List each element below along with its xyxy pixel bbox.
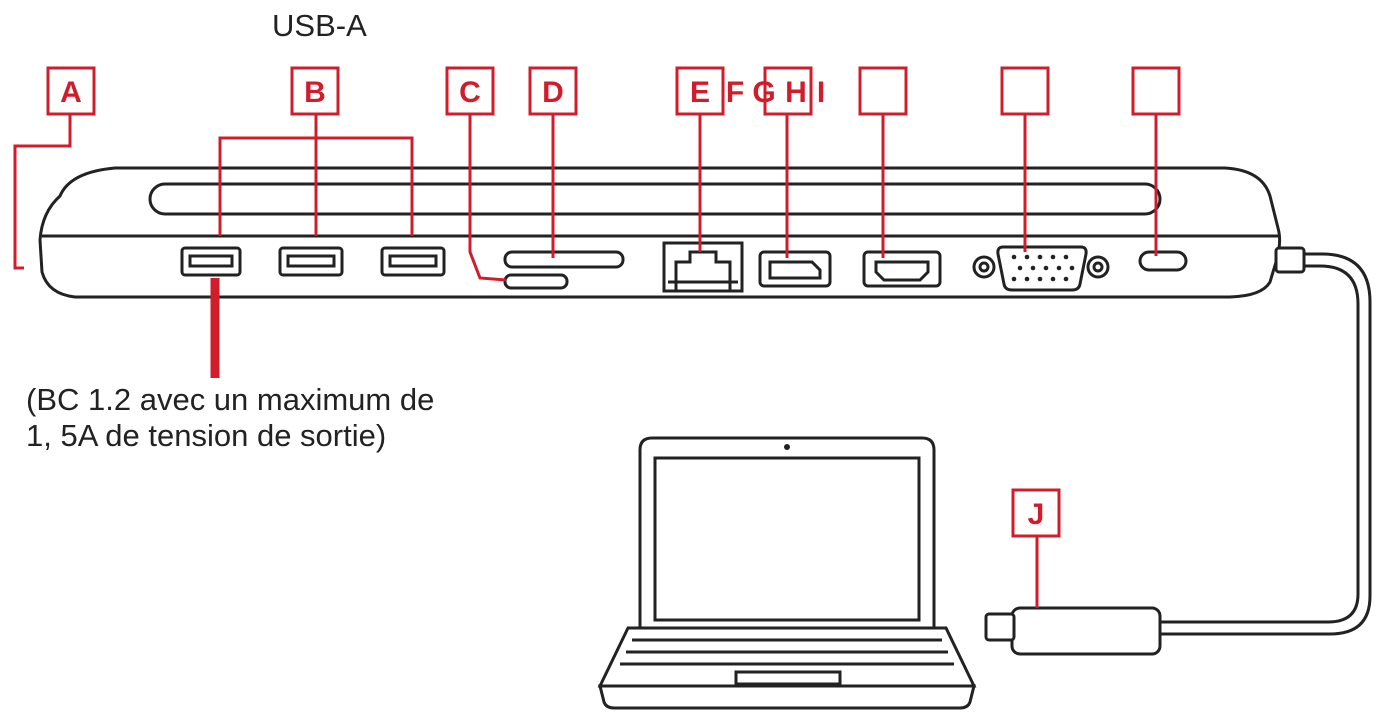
label-c: C [459,76,481,109]
callout-box-empty-1 [858,66,908,116]
dock-body [38,166,1282,299]
laptop-camera [784,444,790,450]
micro-sd-slot [503,273,569,290]
label-i: I [817,76,825,109]
label-b: B [304,76,326,109]
usb-c-port [1138,250,1188,272]
callout-box-a [46,66,96,116]
callout-leaders [13,112,1158,608]
laptop-icon [597,436,977,710]
dock-top-groove [148,182,1162,216]
usb-a-port-1 [180,246,242,277]
label-d: D [542,76,564,109]
callout-box-empty-2 [1000,66,1050,116]
caption-bc-note-line2: 1, 5A de tension de sortie) [26,418,386,453]
usb-a-port-2 [278,246,344,277]
label-e: E [690,76,710,109]
caption-usb-a: USB-A [272,8,367,43]
leader-b-bracket [218,136,414,236]
label-j: J [1028,498,1045,531]
laptop-base [597,626,977,688]
caption-bc-note-line1: (BC 1.2 avec un maximum de [26,382,434,417]
usb-c-plug-body [1010,606,1162,656]
callout-boxes [46,66,1181,538]
laptop-screen [653,456,921,622]
callout-box-empty-3 [1131,66,1181,116]
usb-c-plug-tip [984,612,1016,642]
label-a: A [60,76,82,109]
displayport-port [758,250,832,288]
laptop-trackpad [734,670,842,686]
usb-a-port-3 [380,246,446,277]
callout-box-c [445,66,495,116]
label-f: F [726,76,744,109]
usb-c-cable [984,246,1372,656]
hdmi-port [862,250,942,288]
callout-box-j [1011,488,1061,538]
leader-a [13,112,72,270]
laptop-front-lip [598,684,976,710]
callout-box-e [675,66,725,116]
ethernet-port [662,241,744,293]
cable-strain-relief [1274,246,1306,274]
label-g: G [752,76,775,109]
label-h: H [785,76,807,109]
callout-letters: A B C D E F G H I J [60,76,1044,531]
vga-pins [1011,254,1075,282]
callout-box-d [528,66,578,116]
leader-c [468,112,507,282]
callout-box-h [763,66,813,116]
sd-card-slot [503,250,625,269]
callout-box-b [290,66,340,116]
vga-port [972,245,1110,292]
